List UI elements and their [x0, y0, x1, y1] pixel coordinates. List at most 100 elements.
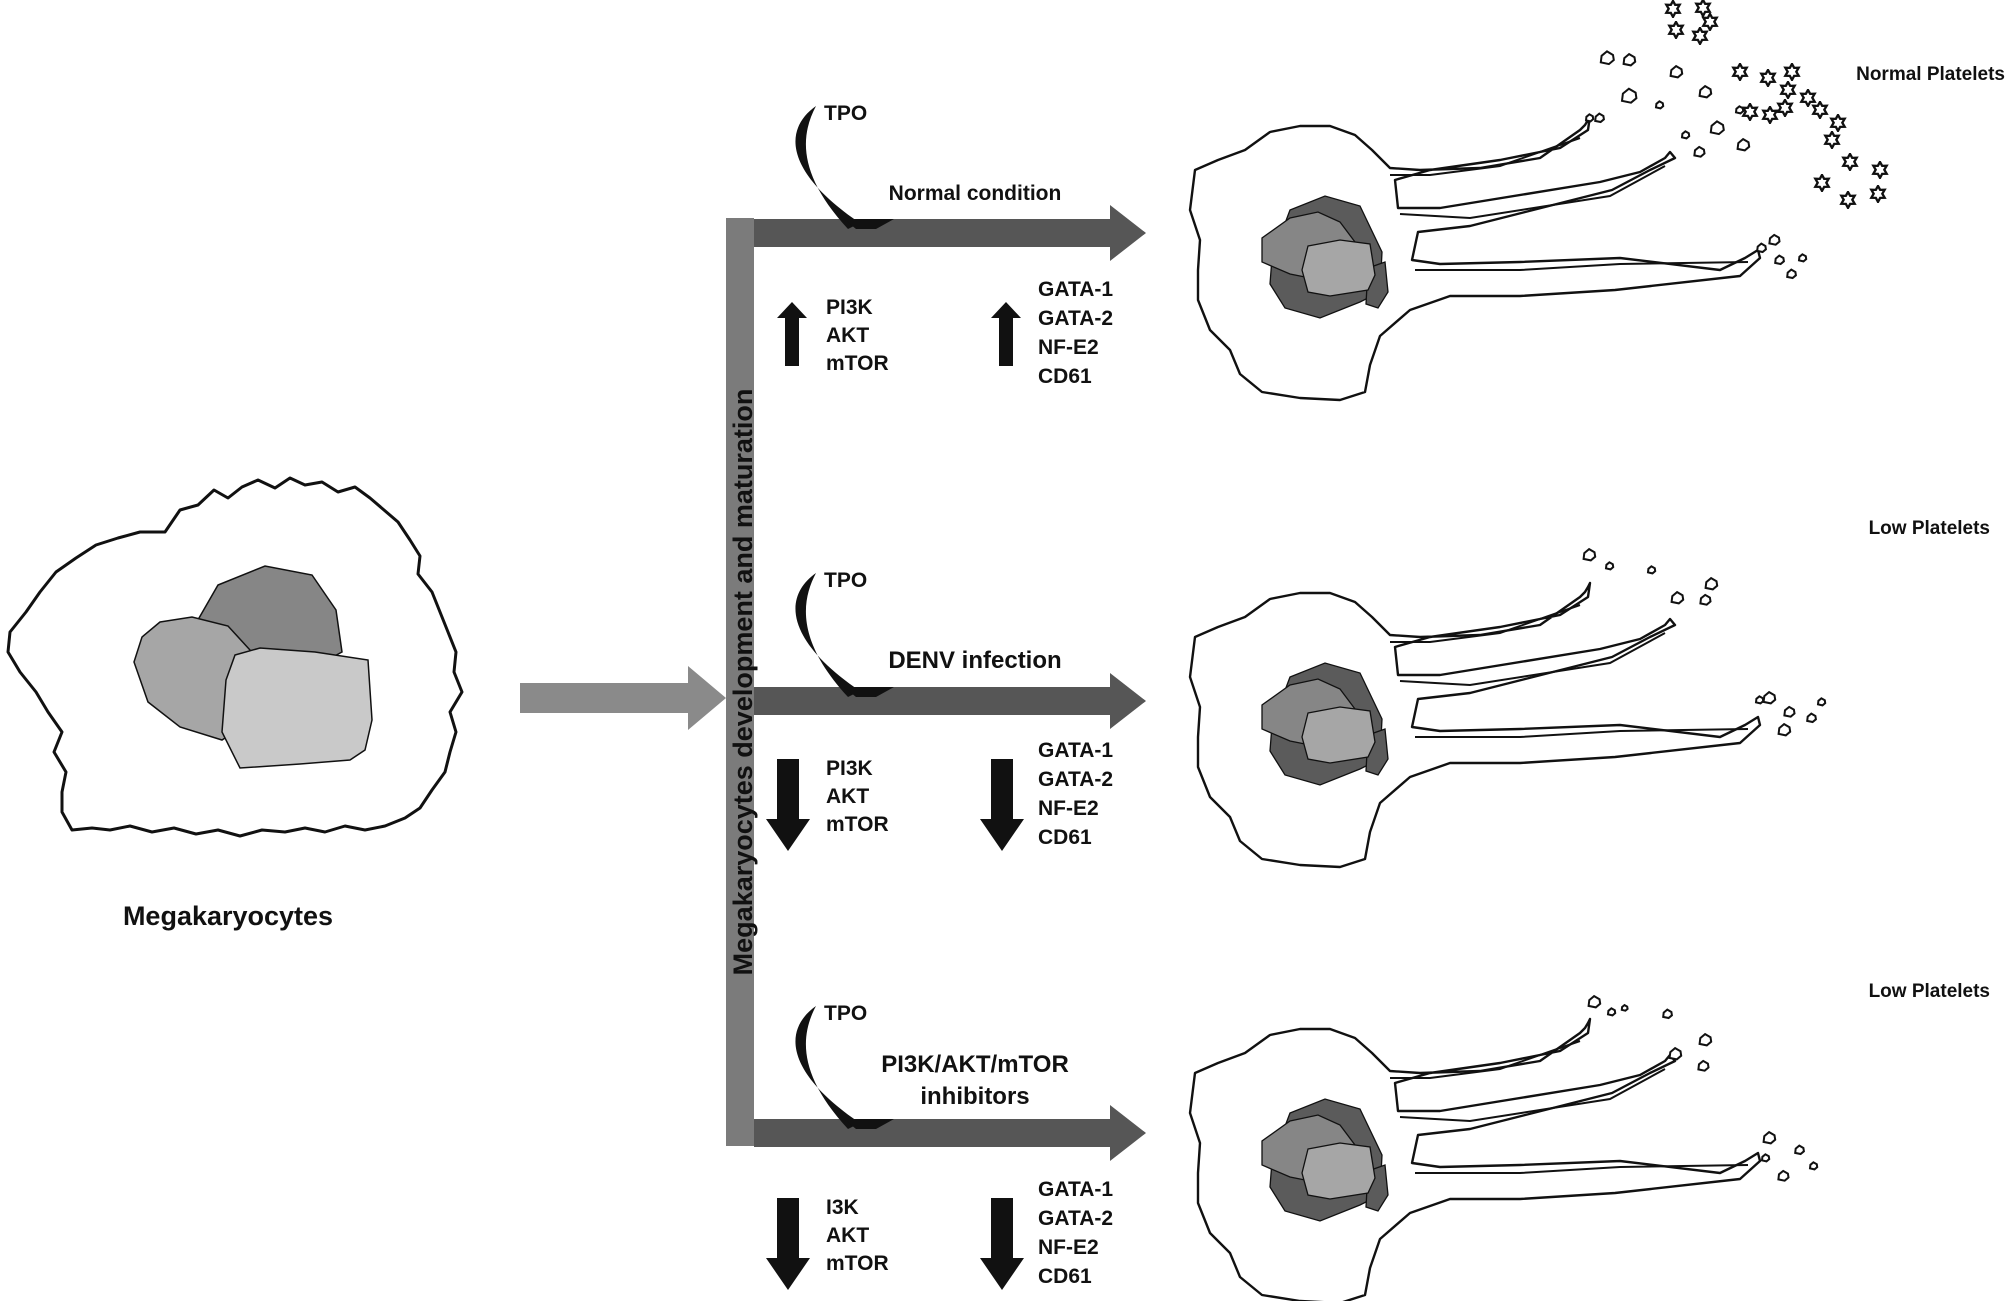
factor-item: GATA-1: [1038, 1178, 1113, 1201]
proplatelet-megakaryocyte: [1188, 581, 1762, 869]
factor-item: GATA-2: [1038, 1207, 1113, 1230]
active-platelet: [1814, 174, 1830, 192]
platelet-fragment: [1756, 242, 1767, 254]
branch-arrow: [754, 673, 1146, 729]
platelet-fragment: [1582, 547, 1597, 562]
platelet-fragment: [1808, 1161, 1819, 1171]
active-platelet: [1812, 101, 1828, 119]
condition-label: DENV infection: [888, 647, 1061, 674]
outcome-label: Normal Platelets: [1856, 64, 2005, 85]
platelet-fragment: [1777, 722, 1792, 737]
platelet-fragment: [1670, 590, 1685, 605]
active-platelet: [1695, 0, 1711, 17]
pathway-item: AKT: [826, 1224, 869, 1247]
platelet-fragment: [1606, 1007, 1617, 1017]
platelet-fragment: [1622, 52, 1637, 67]
platelet-fragment: [1736, 137, 1751, 152]
tpo-ligand: [795, 1006, 860, 1129]
active-platelet: [1800, 89, 1816, 107]
active-platelet: [1784, 63, 1800, 81]
factor-item: NF-E2: [1038, 797, 1099, 820]
branch-arrow: [754, 1105, 1146, 1161]
platelet-fragment: [1587, 994, 1602, 1009]
platelet-fragment: [1774, 254, 1785, 266]
tpo-receptor-notch: [844, 219, 894, 229]
platelet-fragment: [1762, 1130, 1777, 1145]
pathway-item: mTOR: [826, 1252, 889, 1275]
platelet-fragment: [1760, 1153, 1771, 1163]
nucleus-lobe-light: [221, 647, 373, 769]
platelet-fragment: [1704, 576, 1719, 591]
factor-item: CD61: [1038, 1265, 1092, 1288]
factor-item: GATA-1: [1038, 278, 1113, 301]
pathway-item: AKT: [826, 785, 869, 808]
development-trunk: [726, 218, 754, 1146]
proplatelet-megakaryocyte: [1188, 1017, 1762, 1301]
condition-label: PI3K/AKT/mTOR: [881, 1051, 1069, 1078]
factor-item: GATA-2: [1038, 768, 1113, 791]
platelet-fragment: [1783, 705, 1796, 718]
cell-membrane: [1188, 114, 1762, 402]
platelet-fragment: [1594, 112, 1605, 124]
platelet-fragment: [1693, 145, 1706, 158]
pathway-item: mTOR: [826, 352, 889, 375]
proplatelet-megakaryocyte: [1188, 114, 1762, 402]
proplatelet-inner-edge: [1390, 604, 1749, 738]
platelet-fragment: [1654, 100, 1665, 110]
factor-item: NF-E2: [1038, 336, 1099, 359]
trunk-label: Megakaryocytes development and maturatio…: [728, 389, 758, 976]
platelet-fragment: [1646, 565, 1657, 575]
active-platelet: [1702, 13, 1718, 31]
branch-3: TPOPI3K/AKT/mTORinhibitorsI3KAKTmTORGATA…: [754, 981, 1990, 1301]
pathway-item: PI3K: [826, 757, 873, 780]
downregulation-arrow: [766, 759, 810, 851]
tpo-ligand: [795, 573, 860, 697]
cell-membrane: [1188, 1017, 1762, 1301]
active-platelet: [1665, 0, 1681, 18]
platelet-fragment: [1816, 697, 1827, 707]
platelet-fragment: [1762, 690, 1777, 705]
upregulation-arrow: [777, 302, 807, 366]
nucleus-lobe: [1301, 1142, 1376, 1200]
factor-item: GATA-1: [1038, 739, 1113, 762]
active-platelet: [1824, 131, 1840, 149]
upregulation-arrow: [991, 302, 1021, 366]
platelet-fragment: [1697, 1059, 1710, 1072]
platelet-fragment: [1786, 268, 1797, 280]
platelet-fragment: [1620, 87, 1638, 104]
active-platelet: [1742, 103, 1758, 121]
platelet-fragment: [1777, 1169, 1790, 1182]
tpo-ligand: [795, 106, 860, 229]
active-platelet: [1692, 27, 1708, 45]
tpo-receptor-notch: [844, 1119, 894, 1129]
platelet-fragment: [1768, 233, 1781, 246]
active-platelet: [1780, 81, 1796, 99]
active-platelet: [1842, 153, 1858, 171]
downregulation-arrow: [766, 1198, 810, 1290]
megakaryocytes-label: Megakaryocytes: [123, 901, 333, 931]
active-platelet: [1870, 185, 1886, 203]
platelet-fragment: [1620, 1003, 1629, 1012]
platelet-fragment: [1709, 120, 1725, 136]
active-platelet: [1830, 114, 1846, 132]
cell-membrane: [1188, 581, 1762, 869]
platelet-fragment: [1698, 1032, 1713, 1047]
pathway-item: PI3K: [826, 296, 873, 319]
downregulation-arrow: [980, 1198, 1024, 1290]
proplatelet-inner-edge: [1390, 137, 1749, 271]
platelet-fragment: [1699, 593, 1712, 606]
outcome-label: Low Platelets: [1869, 981, 1990, 1002]
active-platelet: [1668, 21, 1684, 39]
nucleus-lobe: [1301, 706, 1376, 764]
entry-arrow: [520, 666, 726, 730]
active-platelet: [1732, 63, 1748, 81]
factor-item: CD61: [1038, 365, 1092, 388]
platelet-fragment: [1797, 253, 1808, 263]
platelet-fragment: [1806, 712, 1817, 724]
factor-item: NF-E2: [1038, 1236, 1099, 1259]
source-megakaryocyte: Megakaryocytes: [6, 476, 464, 931]
platelet-fragment: [1754, 695, 1765, 705]
pathway-item: mTOR: [826, 813, 889, 836]
